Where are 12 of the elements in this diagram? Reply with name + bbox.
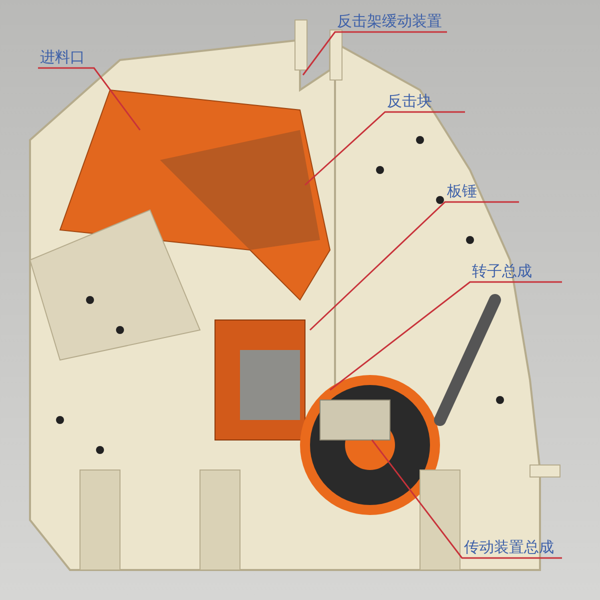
part-label: 转子总成 — [470, 262, 562, 282]
leader-line — [309, 201, 519, 331]
part-label: 反击块 — [385, 92, 465, 112]
leader-line — [302, 31, 447, 76]
part-label: 进料口 — [38, 48, 94, 68]
leader-line — [304, 111, 465, 186]
part-label: 板锤 — [445, 182, 519, 202]
leader-line — [330, 281, 562, 391]
leader-line — [38, 67, 141, 130]
part-label: 传动装置总成 — [462, 538, 562, 558]
part-label: 反击架缓动装置 — [335, 12, 447, 32]
leader-line — [371, 440, 562, 559]
